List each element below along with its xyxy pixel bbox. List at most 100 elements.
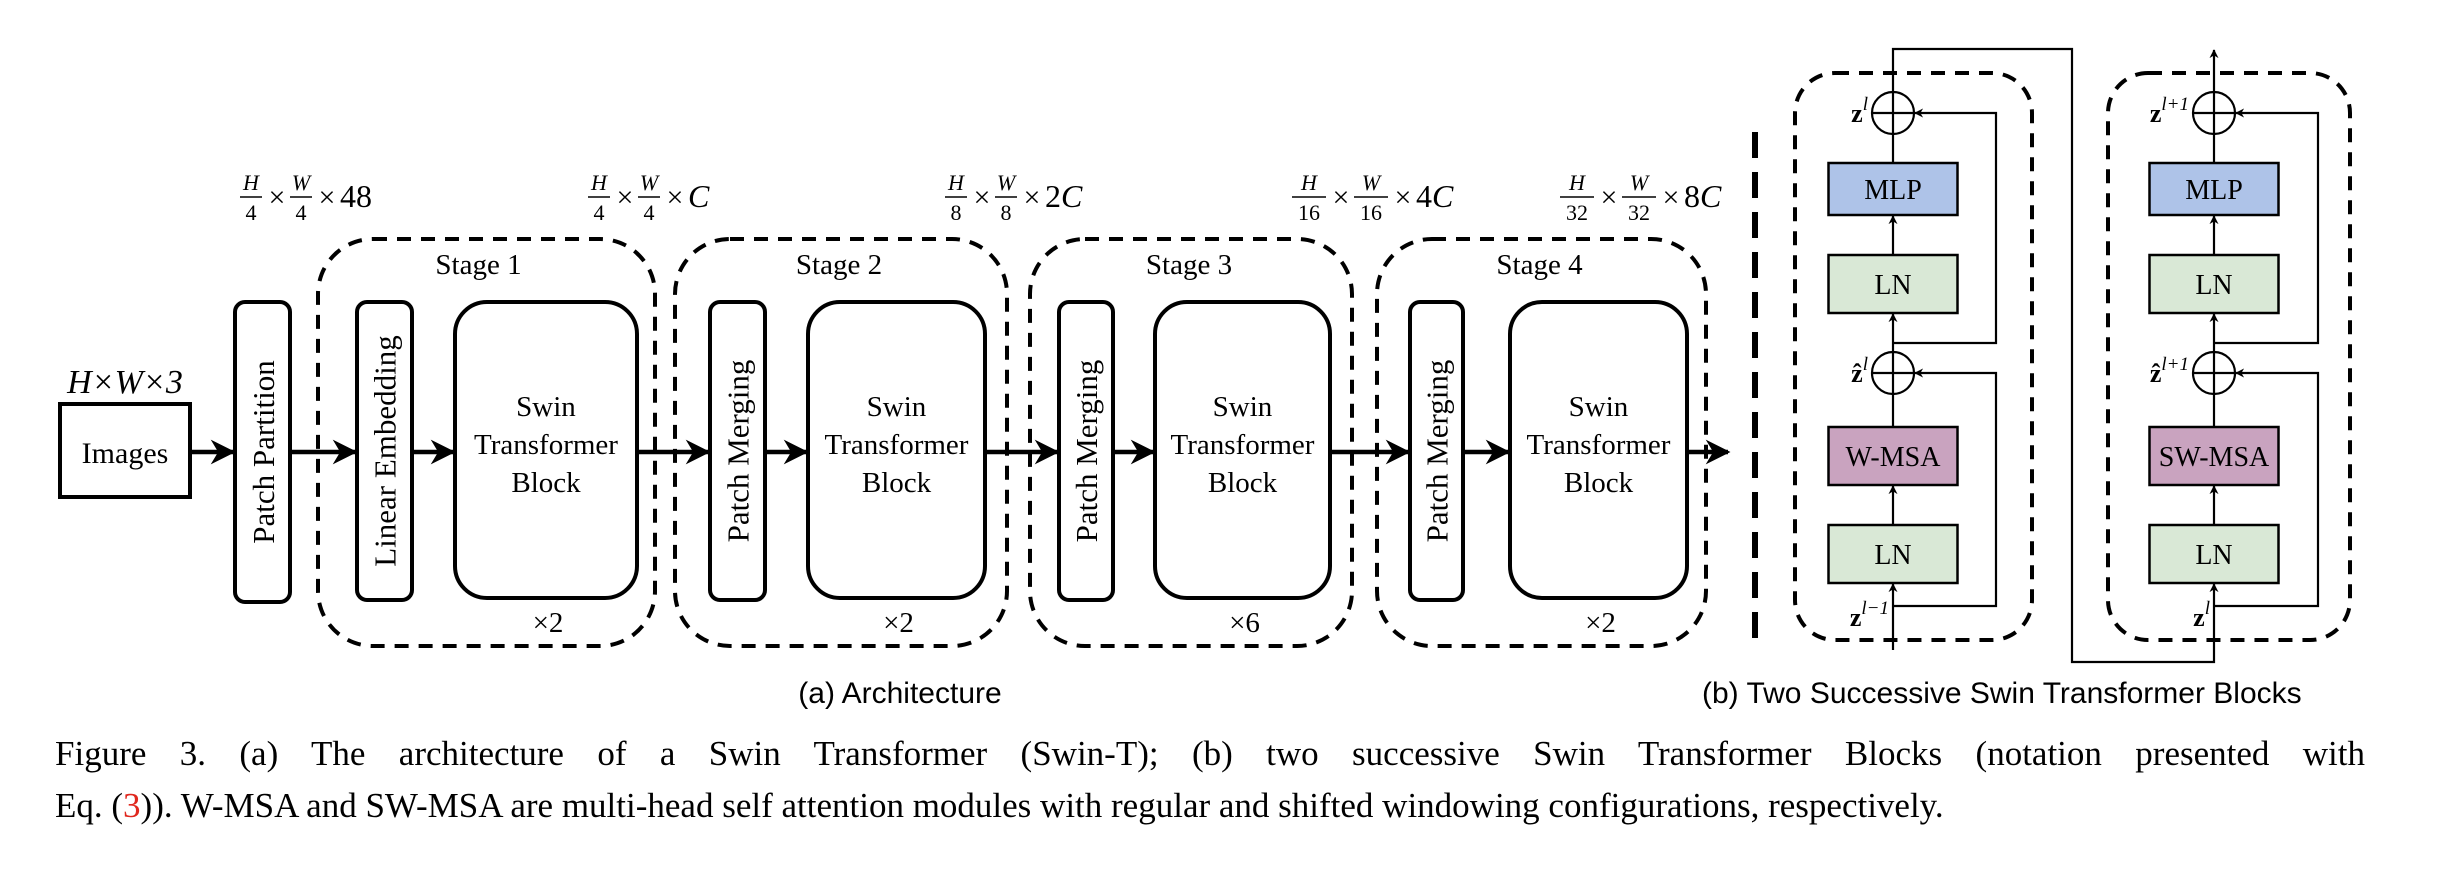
swin-block-label-line: Block [511, 467, 581, 499]
fraction-numerator: W [997, 170, 1017, 195]
fraction-denominator: 4 [644, 200, 655, 225]
fraction-denominator: 32 [1628, 200, 1650, 225]
fraction-numerator: W [292, 170, 312, 195]
figure-caption-line-1: Figure 3. (a) The architecture of a Swin… [55, 734, 2365, 773]
add-icon [1870, 350, 1916, 396]
channel-label: 2C [1045, 178, 1083, 214]
mlp-box [2148, 161, 2280, 217]
layer-norm-box [2148, 253, 2280, 315]
w-msa-label: W-MSA [1846, 442, 1942, 473]
stage-3: Stage 3 Patch Merging SwinTransformerBlock… [1028, 237, 1354, 648]
dimension-label: H16×W16×4C [1292, 170, 1454, 225]
stage-boundary [673, 237, 1009, 648]
fraction-denominator: 16 [1298, 200, 1320, 225]
repeat-count: ×2 [1585, 607, 1616, 639]
sw-msa-label: SW-MSA [2159, 442, 2270, 473]
variable-label: ẑl+1 [2150, 354, 2189, 388]
layer-norm-label: LN [1874, 270, 1911, 301]
times-symbol: × [1333, 181, 1350, 214]
swin-blocks-diagram: LNW-MSALNMLPzlẑlzl−1LNSW-MSALNMLPzl+1ẑl+… [1793, 47, 2352, 664]
stage-boundary [316, 237, 657, 648]
dimension-label: H8×W8×2C [945, 170, 1083, 225]
swin-block-label-line: Swin [516, 391, 576, 423]
stage-boundary [1028, 237, 1354, 648]
fraction-denominator: 4 [296, 200, 307, 225]
subcaption-b: (b) Two Successive Swin Transformer Bloc… [1702, 677, 2302, 710]
swin-block-label-line: Transformer [825, 429, 969, 461]
mlp-label: MLP [2185, 175, 2243, 206]
residual-connection [2214, 108, 2320, 345]
channel-label: 4C [1416, 178, 1454, 214]
swin-block-label-line: Block [1564, 467, 1634, 499]
images-box [58, 402, 192, 499]
fraction-numerator: W [1362, 170, 1382, 195]
add-icon [2191, 90, 2237, 136]
swin-block-label-line: Block [862, 467, 932, 499]
dimension-label: H32×W32×8C [1560, 170, 1722, 225]
fraction-numerator: H [590, 170, 608, 195]
patch-merging-label: Patch Merging [1069, 360, 1104, 543]
block-boundary [1793, 71, 2034, 642]
fraction-denominator: 4 [594, 200, 605, 225]
inter-block-connection [1891, 47, 2216, 664]
fraction-denominator: 8 [951, 200, 962, 225]
figure-caption-line-2: Eq. (3)). W-MSA and SW-MSA are multi-hea… [55, 786, 2365, 826]
dimension-label: H4×W4×C [588, 170, 710, 225]
times-symbol: × [974, 181, 991, 214]
patch-merging-label: Patch Merging [721, 360, 756, 543]
times-symbol: × [319, 181, 336, 214]
times-symbol: × [1395, 181, 1412, 214]
times-symbol: × [1024, 181, 1041, 214]
block-boundary [2106, 71, 2352, 642]
residual-connection [2214, 368, 2320, 608]
variable-label: zl [1851, 94, 1868, 128]
input-shape-label: H×W×3 [66, 364, 183, 401]
dimension-label: H4×W4×48 [240, 170, 372, 225]
fraction-denominator: 8 [1001, 200, 1012, 225]
images-label: Images [82, 437, 169, 470]
repeat-count: ×6 [1229, 607, 1260, 639]
equation-reference-link[interactable]: 3 [123, 786, 141, 825]
fraction-numerator: H [947, 170, 965, 195]
fraction-numerator: H [242, 170, 260, 195]
times-symbol: × [269, 181, 286, 214]
stage-title: Stage 2 [796, 249, 882, 281]
fraction-denominator: 16 [1360, 200, 1382, 225]
swin-block-label-line: Swin [1569, 391, 1629, 423]
add-icon [2191, 350, 2237, 396]
fraction-numerator: W [640, 170, 660, 195]
fraction-numerator: W [1630, 170, 1650, 195]
layer-norm-label: LN [2195, 540, 2232, 571]
swin-block-label-line: Transformer [1171, 429, 1315, 461]
sw-msa-box [2148, 425, 2280, 487]
times-symbol: × [617, 181, 634, 214]
channel-label: C [688, 178, 710, 214]
patch-partition-label: Patch Partition [246, 360, 281, 544]
fraction-numerator: H [1568, 170, 1586, 195]
layer-norm-box [1827, 523, 1959, 585]
linear-embedding-label: Linear Embedding [368, 335, 403, 567]
mlp-box [1827, 161, 1959, 217]
fraction-denominator: 4 [246, 200, 257, 225]
swin-block-label-line: Swin [1213, 391, 1273, 423]
variable-label: ẑl [1851, 354, 1868, 388]
swin-block-label-line: Block [1208, 467, 1278, 499]
layer-norm-box [1827, 253, 1959, 315]
times-symbol: × [1601, 181, 1618, 214]
subcaption-a: (a) Architecture [798, 677, 1001, 710]
residual-connection [1893, 368, 1998, 608]
caption-text-post: )). W-MSA and SW-MSA are multi-head self… [140, 786, 1944, 825]
times-symbol: × [1663, 181, 1680, 214]
stage-title: Stage 3 [1146, 249, 1232, 281]
residual-connection [1893, 108, 1998, 345]
stage-title: Stage 4 [1496, 249, 1583, 281]
swin-block-label-line: Transformer [1527, 429, 1671, 461]
stage-title: Stage 1 [435, 249, 521, 281]
repeat-count: ×2 [533, 607, 564, 639]
channel-label: 8C [1684, 178, 1722, 214]
times-symbol: × [667, 181, 684, 214]
